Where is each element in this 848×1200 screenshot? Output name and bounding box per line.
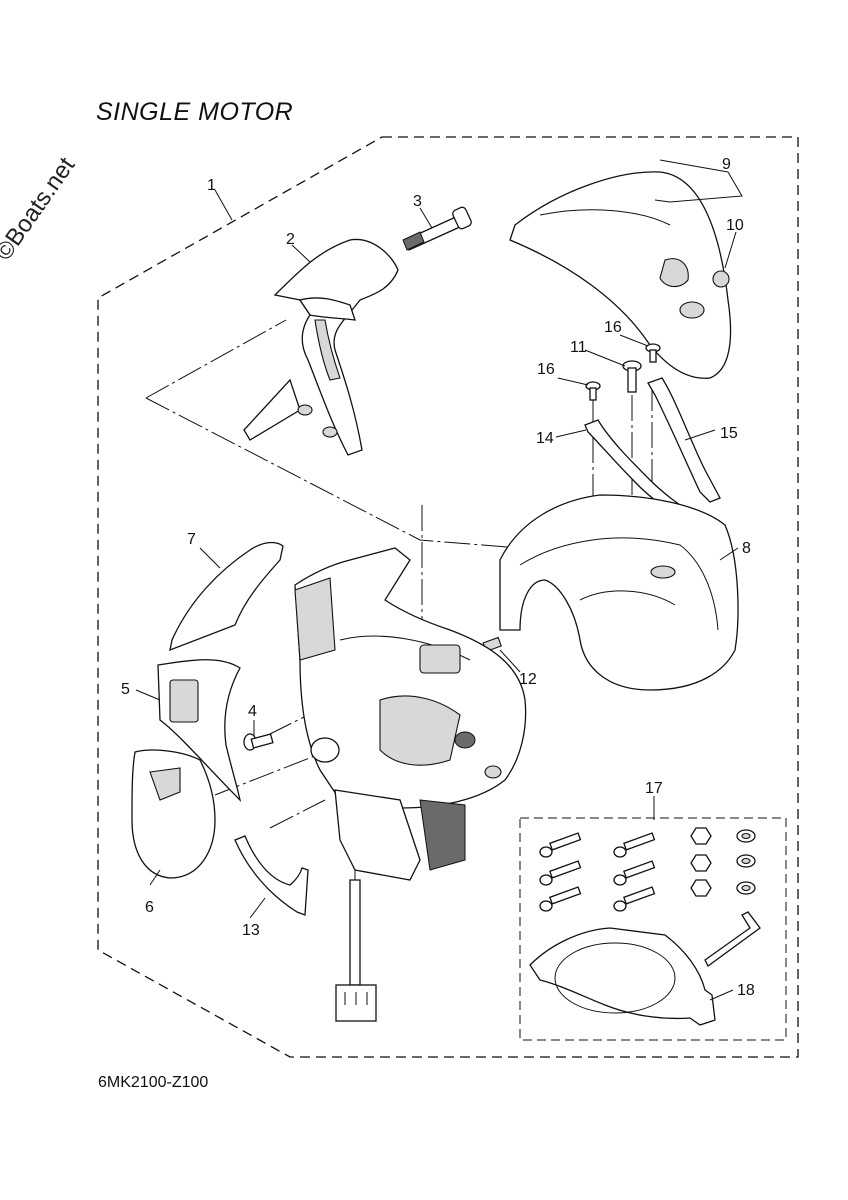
callout-10: 10 — [726, 217, 744, 234]
diagram-title: SINGLE MOTOR — [96, 98, 294, 126]
callout-13: 13 — [242, 922, 260, 939]
part-15-strip — [647, 377, 721, 503]
part-13-bracket — [234, 835, 309, 916]
kit-17-contents — [539, 827, 761, 967]
callout-18: 18 — [737, 982, 755, 999]
part-3-bolt — [402, 206, 472, 251]
kit-nut-1 — [690, 827, 712, 845]
diagram-code: 6MK2100-Z100 — [98, 1074, 209, 1091]
kit-screw-short-3 — [613, 886, 656, 912]
part-16-screw-b — [585, 381, 601, 401]
part-10-washer — [712, 270, 730, 288]
kit-hex-key — [704, 911, 761, 967]
callout-1: 1 — [207, 177, 216, 194]
kit-screw-long-1 — [539, 832, 582, 858]
callout-15: 15 — [720, 425, 738, 442]
callout-14: 14 — [536, 430, 554, 447]
part-16-screw-a — [645, 343, 661, 363]
callout-11: 11 — [570, 339, 587, 356]
callout-3: 3 — [413, 193, 422, 210]
callout-8: 8 — [742, 540, 751, 557]
part-11-screw — [622, 360, 642, 393]
kit-washer-2 — [736, 854, 756, 868]
kit-screw-short-1 — [613, 832, 656, 858]
part-7-side-cover — [169, 541, 284, 652]
kit-boundary — [519, 817, 787, 1041]
callout-5: 5 — [121, 681, 130, 698]
callout-4: 4 — [248, 703, 257, 720]
phantom-line-13 — [269, 799, 326, 829]
part-8-lower-cover — [499, 494, 739, 691]
phantom-line-handle — [145, 319, 287, 399]
kit-screw-short-2 — [613, 860, 656, 886]
part-18-gasket — [529, 927, 716, 1026]
main-body-housing — [294, 547, 527, 881]
callout-6: 6 — [145, 899, 154, 916]
part-5-side-panel — [157, 659, 242, 802]
kit-washer-3 — [736, 881, 756, 895]
kit-nut-3 — [690, 879, 712, 897]
callout-2: 2 — [286, 231, 295, 248]
kit-screw-long-3 — [539, 886, 582, 912]
cable-connector — [335, 879, 377, 1022]
kit-washer-1 — [736, 829, 756, 843]
part-4-screw — [243, 733, 274, 751]
part-6-cover — [131, 749, 216, 879]
part-2-control-handle — [243, 238, 399, 456]
callout-16b: 16 — [537, 361, 555, 378]
kit-nut-2 — [690, 854, 712, 872]
leader-lines — [135, 159, 743, 1001]
callout-9: 9 — [722, 156, 731, 173]
part-9-top-cover — [509, 171, 732, 379]
callout-7: 7 — [187, 531, 196, 548]
callout-17: 17 — [645, 780, 663, 797]
assembly-boundary — [97, 136, 799, 1058]
kit-screw-long-2 — [539, 860, 582, 886]
phantom-line-cover — [145, 397, 546, 551]
callout-16a: 16 — [604, 319, 622, 336]
callout-12: 12 — [519, 671, 537, 688]
